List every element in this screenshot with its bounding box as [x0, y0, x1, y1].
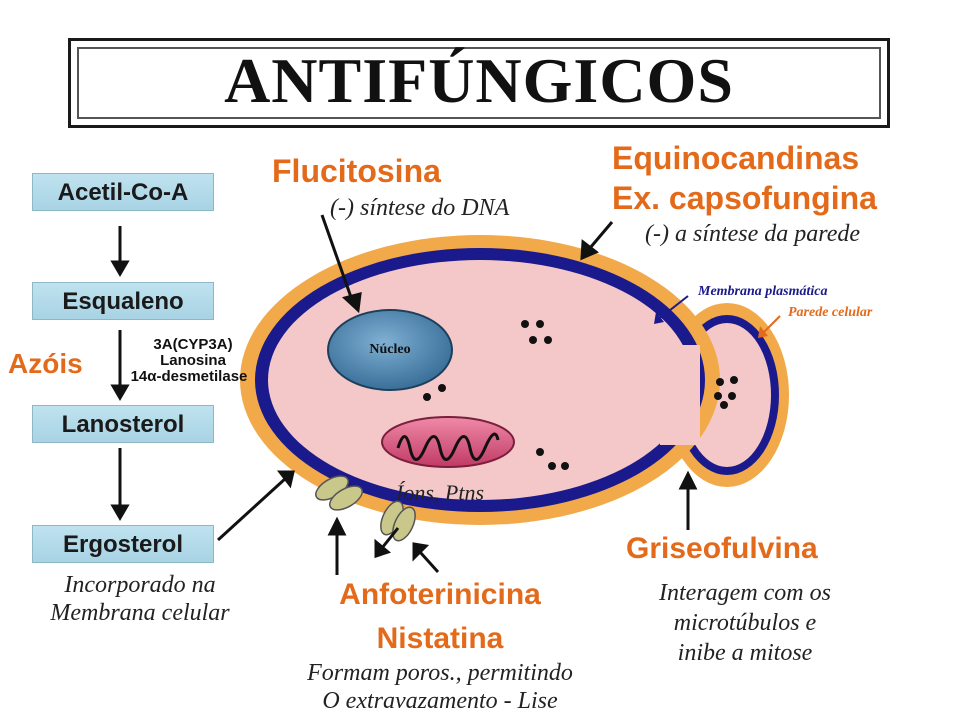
title-frame — [68, 38, 890, 128]
dots-group-bud — [714, 376, 738, 409]
arrow-ergosterol — [216, 476, 288, 542]
box-lanosterol: Lanosterol — [32, 405, 214, 443]
anfoterinicina-desc-1: Formam poros., permitindo — [307, 660, 573, 686]
equinocandinas-desc: (-) a síntese da parede — [645, 221, 861, 247]
pathway-arrows — [110, 226, 130, 521]
incorporado-line-1: Incorporado na — [64, 572, 216, 598]
label-membrana-plasmatica: Membrana plasmática — [698, 284, 828, 299]
incorporado-line-2: Membrana celular — [50, 600, 230, 626]
dots-group-2 — [423, 384, 446, 401]
dots-group-3 — [536, 448, 569, 470]
enzyme-line-2: Lanosina — [160, 352, 226, 369]
pointer-parede — [763, 315, 781, 333]
arrow-anfoterinicina-pore — [418, 550, 440, 574]
flucitosina-desc: (-) síntese do DNA — [330, 195, 510, 221]
nucleus — [327, 309, 453, 391]
label-nucleo: Núcleo — [369, 342, 411, 357]
dots-group-1 — [521, 320, 552, 344]
label-anfoterinicina: Anfoterinicina — [339, 578, 541, 611]
box-acetil-co-a: Acetil-Co-A — [32, 173, 214, 211]
enzyme-line-3: 14α-desmetilase — [130, 368, 248, 385]
griseofulvina-desc-1: Interagem com os — [659, 580, 831, 606]
bud-junction — [660, 345, 700, 445]
page-title: ANTIFÚNGICOS — [224, 45, 734, 116]
label-ions: Íons, Ptns — [396, 480, 484, 505]
label-azois: Azóis — [8, 348, 83, 379]
label-nistatina: Nistatina — [376, 622, 504, 655]
anfoterinicina-desc-2: O extravazamento - Lise — [322, 688, 558, 714]
label-equinocandinas: Equinocandinas — [612, 140, 860, 176]
label-flucitosina: Flucitosina — [272, 153, 441, 189]
label-parede-celular: Parede celular — [788, 305, 873, 320]
enzyme-line-1: 3A(CYP3A) — [153, 336, 233, 353]
griseofulvina-desc-3: inibe a mitose — [677, 640, 813, 666]
arrow-flucitosina — [320, 214, 354, 301]
pointer-membrana — [659, 295, 689, 319]
arrow-leakage — [380, 527, 400, 549]
box-esqualeno: Esqualeno — [32, 282, 214, 320]
label-griseofulvina: Griseofulvina — [626, 532, 818, 565]
griseofulvina-desc-2: microtúbulos e — [673, 610, 817, 636]
mitochondria-crista — [396, 432, 500, 461]
arrow-equinocandinas — [588, 221, 614, 249]
box-ergosterol: Ergosterol — [32, 525, 214, 563]
membrane-pores — [315, 475, 416, 542]
label-capsofungina: Ex. capsofungina — [612, 180, 877, 216]
